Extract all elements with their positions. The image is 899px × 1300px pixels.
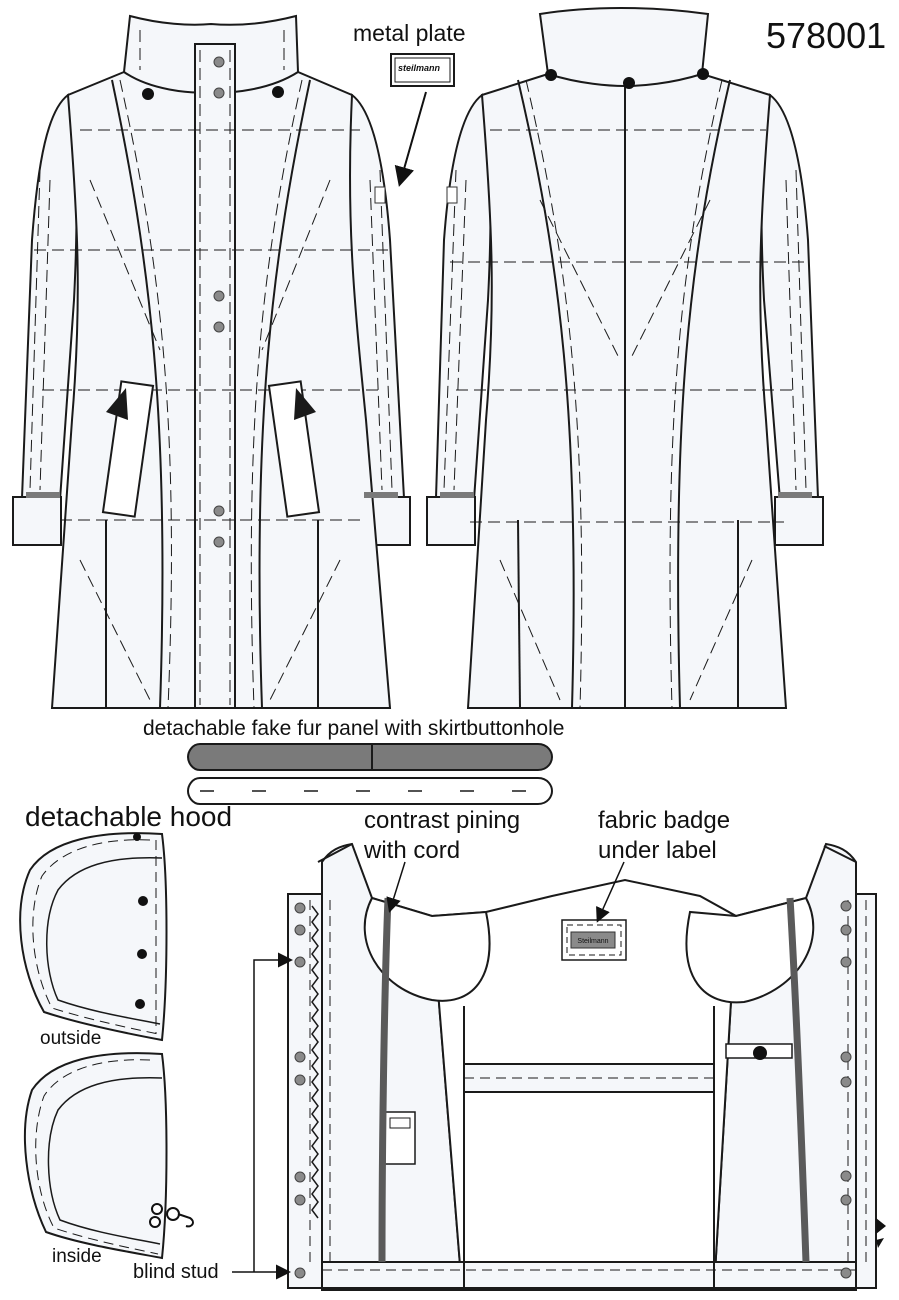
interior-studs [294, 900, 852, 1279]
back-sleeve-plate [446, 186, 458, 204]
fabric-badge-line1: fabric badge [598, 807, 731, 834]
metal-plate-text: steilmann [398, 63, 441, 73]
contrast-piping-right [786, 897, 810, 1263]
front-details [26, 30, 398, 709]
back-right-cuff [774, 496, 824, 546]
hood-outside [19, 832, 168, 1042]
contrast-piping-left [378, 897, 392, 1263]
placket-buttons [213, 56, 225, 548]
sleeve-metal-plate [374, 186, 386, 204]
metal-plate [390, 53, 455, 87]
contrast-piping-line2: with cord [364, 837, 461, 864]
front-view [12, 14, 411, 709]
metal-plate-arrow [394, 91, 427, 187]
front-right-pocket-flap [294, 388, 316, 420]
style-number: 578001 [766, 15, 887, 56]
back-left-sleeve [434, 93, 492, 502]
fabric-badge-line2: under label [598, 837, 717, 864]
contrast-piping-label: contrast pining with cord [364, 806, 520, 866]
badge-label-text: Steilmann [577, 938, 608, 945]
metal-plate-label: metal plate [353, 20, 466, 46]
inner-pocket-button [753, 1046, 767, 1060]
hood-title: detachable hood [25, 801, 233, 832]
collar-stud [272, 86, 284, 98]
contrast-piping-line1: contrast pining [364, 807, 521, 834]
hood-studs [133, 833, 148, 1009]
front-left-sleeve [20, 93, 78, 502]
hood-inside [24, 1052, 168, 1260]
fur-panel-label: detachable fake fur panel with skirtbutt… [143, 717, 565, 740]
front-left-cuff [12, 496, 62, 546]
fur-panel-group [186, 743, 554, 805]
front-left-pocket-flap [106, 388, 128, 420]
badge-label [570, 931, 616, 949]
fur-panel [186, 743, 554, 771]
callout-arrows [232, 861, 625, 1280]
back-details [440, 79, 812, 709]
back-left-cuff [426, 496, 476, 546]
back-collar [538, 7, 710, 88]
collar-stud [142, 88, 154, 100]
interior-armholes [363, 896, 815, 1004]
hood-hook-closure [149, 1203, 194, 1228]
hood-inside-label: inside [52, 1246, 102, 1267]
back-collar-studs [545, 68, 709, 89]
blind-stud-label: blind stud [133, 1261, 219, 1283]
hood-outside-label: outside [40, 1028, 102, 1049]
fabric-badge-label: fabric badge under label [598, 806, 730, 866]
front-placket [194, 43, 236, 709]
